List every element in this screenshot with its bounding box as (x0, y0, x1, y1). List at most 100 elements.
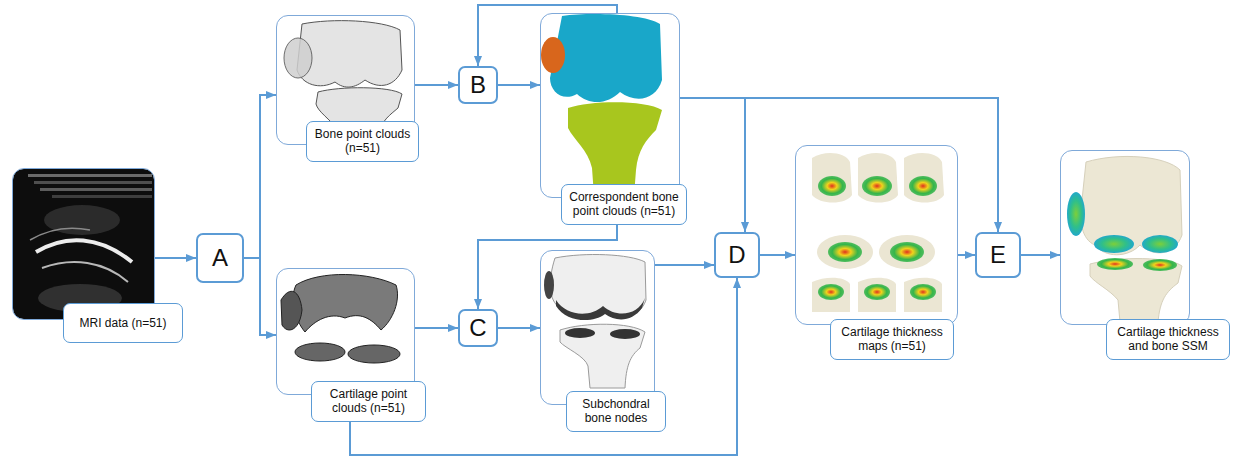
flow-arrow (478, 5, 617, 66)
cartilage-point-cloud-figure (281, 274, 400, 363)
tibial-cartilage (1097, 258, 1133, 270)
tibial-cartilage (348, 345, 400, 363)
flow-arrow (958, 254, 975, 256)
tibia-cloud (568, 102, 662, 196)
caption-box: Correspondent bone point clouds (n=51) (561, 184, 687, 225)
caption-box: Subchondral bone nodes (566, 391, 666, 432)
flow-arrow (680, 98, 745, 232)
femur-cloud (550, 14, 662, 102)
image-panel: Correspondent bone point clouds (n=51) (540, 13, 680, 198)
mri-image (13, 169, 154, 319)
panel-label: MRI data (n=51) (79, 316, 166, 330)
flow-arrow (350, 278, 737, 455)
subchondral-patch (610, 329, 640, 339)
panel-label: Cartilage thickness maps (n=51) (837, 325, 947, 354)
tibia-nodes (560, 324, 645, 388)
thickness-spot (890, 242, 924, 262)
flow-arrow (415, 327, 458, 329)
image-panel: MRI data (n=51) (12, 168, 155, 320)
bone-map (812, 153, 852, 202)
thickness-spot (909, 176, 937, 196)
bone-map (858, 153, 898, 202)
thickness-spot (862, 176, 892, 196)
mri-background (13, 169, 154, 319)
flow-arrow (244, 95, 276, 258)
thickness-spot (818, 284, 844, 300)
panel-label: Bone point clouds (n=51) (313, 127, 412, 156)
flow-arrow (1021, 254, 1060, 256)
step-letter-box: A (196, 233, 244, 283)
mri-cartilage-signal (42, 262, 128, 282)
subchondral-patch (544, 271, 554, 299)
panel-label: Correspondent bone point clouds (n=51) (568, 190, 680, 219)
step-letter: D (728, 243, 745, 267)
femoral-cartilage (1142, 235, 1178, 253)
flow-arrow (498, 327, 540, 329)
mri-artifact-stripe (40, 188, 152, 191)
caption-box: MRI data (n=51) (63, 303, 183, 343)
femur-nodes (550, 255, 646, 318)
mri-edge (30, 228, 90, 240)
plateau-map (817, 235, 873, 269)
image-panel: Cartilage thickness and bone SSM (1060, 150, 1190, 325)
subchondral-patch (565, 328, 595, 338)
mri-artifact-stripe (34, 181, 152, 184)
tibial-cartilage (1143, 259, 1177, 271)
step-letter: E (990, 243, 1006, 267)
patella-cloud (541, 37, 565, 73)
image-panel: Subchondral bone nodes (540, 250, 655, 405)
step-letter-box: E (975, 232, 1021, 278)
caption-box: Bone point clouds (n=51) (306, 121, 419, 162)
flow-arrow (478, 225, 617, 309)
step-letter: A (212, 246, 228, 270)
flow-arrow (760, 254, 795, 256)
mean-tibia (1090, 259, 1182, 322)
flow-arrow (498, 84, 540, 86)
patellar-cartilage (281, 291, 302, 330)
subchondral-figure (544, 255, 646, 388)
bone-map (904, 153, 944, 202)
step-letter-box: B (458, 66, 498, 104)
panel-label: Cartilage point clouds (n=51) (318, 387, 419, 416)
subchondral-patch (556, 298, 645, 320)
flow-arrow (244, 258, 276, 335)
patellar-cartilage (1067, 192, 1085, 236)
femoral-cartilage (293, 274, 398, 332)
mean-femur (1081, 156, 1182, 254)
caption-box: Cartilage point clouds (n=51) (311, 381, 426, 422)
flow-arrow (155, 257, 196, 259)
image-panel: Cartilage point clouds (n=51) (276, 268, 415, 395)
bone-map (904, 278, 942, 312)
thickness-spot (910, 284, 936, 300)
mri-artifact-stripe (28, 174, 152, 177)
bone-map (858, 278, 896, 312)
tibial-cartilage (295, 343, 345, 361)
thickness-spot (864, 284, 890, 300)
bone-map (812, 278, 850, 312)
panel-label: Cartilage thickness and bone SSM (1113, 325, 1223, 354)
plateau-map (879, 235, 935, 269)
flow-arrow (680, 98, 998, 232)
panel-label: Subchondral bone nodes (573, 397, 659, 426)
flow-arrow (655, 264, 714, 266)
mri-artifact-stripe (52, 195, 152, 198)
step-letter: B (470, 73, 486, 97)
step-letter-box: C (458, 309, 498, 347)
step-letter-box: D (714, 232, 760, 278)
flow-arrow (415, 84, 458, 86)
image-panel: Cartilage thickness maps (n=51) (795, 145, 958, 325)
step-letter: C (469, 316, 486, 340)
thickness-maps-figure (812, 153, 944, 312)
image-panel: Bone point clouds (n=51) (276, 15, 415, 145)
correspondent-bone-figure (541, 14, 662, 196)
femur-outline (297, 21, 402, 87)
caption-box: Cartilage thickness maps (n=51) (830, 319, 954, 360)
patella-outline (284, 38, 312, 78)
caption-box: Cartilage thickness and bone SSM (1106, 319, 1230, 360)
thickness-spot (818, 176, 846, 196)
thickness-spot (828, 242, 862, 262)
ssm-figure (1067, 156, 1182, 322)
femoral-cartilage (1094, 235, 1134, 253)
